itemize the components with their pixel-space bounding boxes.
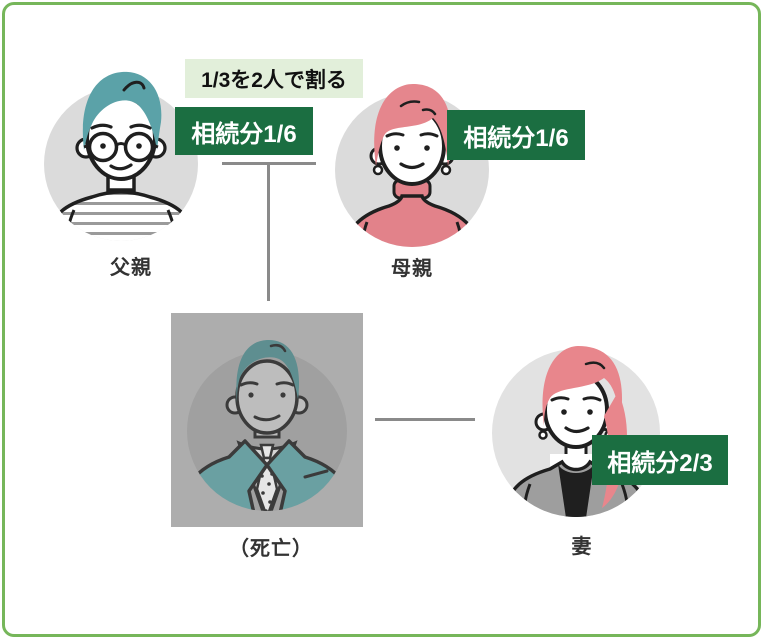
father-avatar-icon bbox=[44, 71, 198, 241]
wife-label: 妻 bbox=[571, 536, 593, 558]
deceased-label: （死亡） bbox=[229, 538, 313, 560]
father-label: 父親 bbox=[110, 257, 152, 279]
spouse-connector-horizontal bbox=[375, 418, 475, 421]
mother-share-badge: 相続分1/6 bbox=[447, 110, 585, 160]
deceased-avatar-icon bbox=[171, 313, 363, 527]
mother-avatar-icon bbox=[335, 84, 489, 247]
wife-avatar-icon bbox=[492, 346, 660, 517]
note-badge: 1/3を2人で割る bbox=[185, 59, 363, 98]
couple-connector-vertical bbox=[267, 162, 270, 301]
mother-label: 母親 bbox=[391, 258, 433, 280]
wife-share-badge: 相続分2/3 bbox=[592, 435, 728, 485]
father-share-badge: 相続分1/6 bbox=[175, 107, 313, 155]
